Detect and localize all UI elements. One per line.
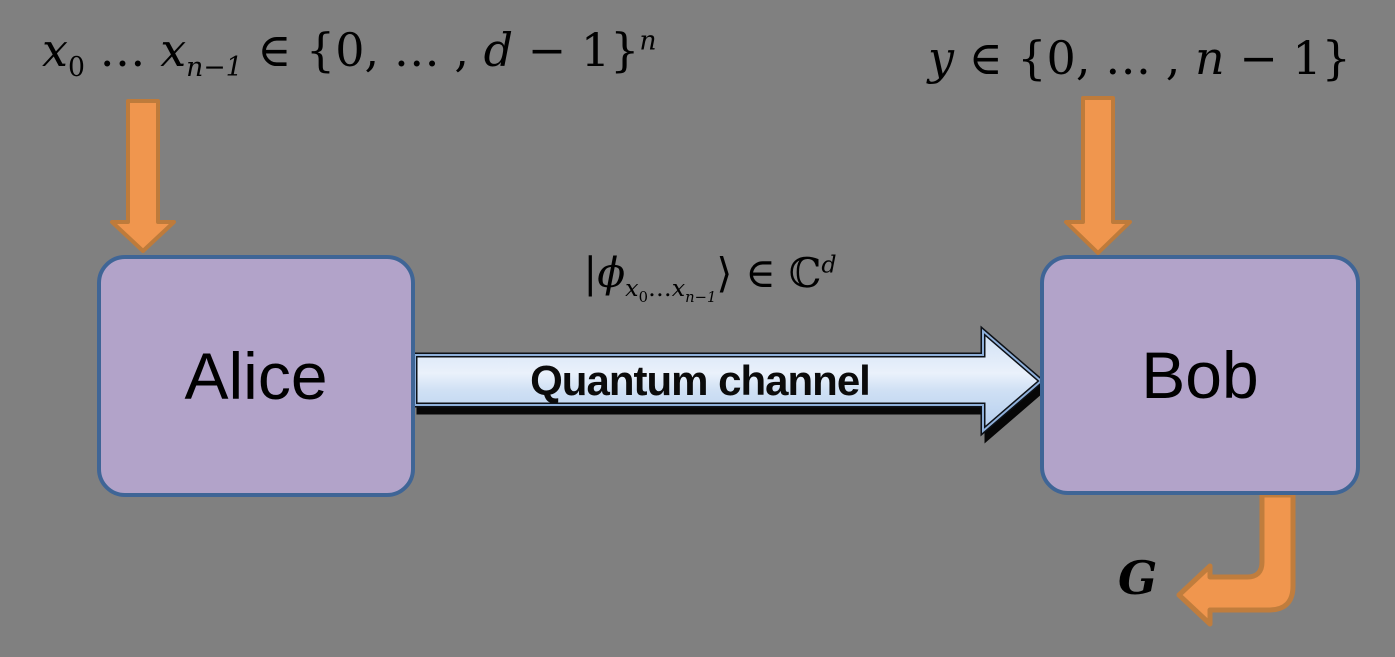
alice-node-label: Alice	[184, 339, 328, 413]
message-state-label: |ϕx0…xn−1⟩ ∈ ℂd	[583, 249, 837, 306]
guess-output-label: G	[1118, 551, 1158, 605]
channel-label: Quantum channel	[530, 357, 871, 404]
bob-input-label: y ∈ {0, … , n − 1}	[928, 31, 1351, 85]
right-arrow-icon	[412, 325, 1045, 437]
bob-node: Bob	[1040, 255, 1360, 495]
bob-node-label: Bob	[1141, 338, 1259, 412]
down-arrow-icon	[1064, 96, 1132, 255]
alice-input-label: x0 … xn−1 ∈ {0, … , d − 1}n	[42, 23, 657, 84]
down-arrow-icon	[110, 99, 176, 253]
alice-node: Alice	[97, 255, 415, 497]
bent-down-left-arrow-icon	[1176, 492, 1296, 627]
